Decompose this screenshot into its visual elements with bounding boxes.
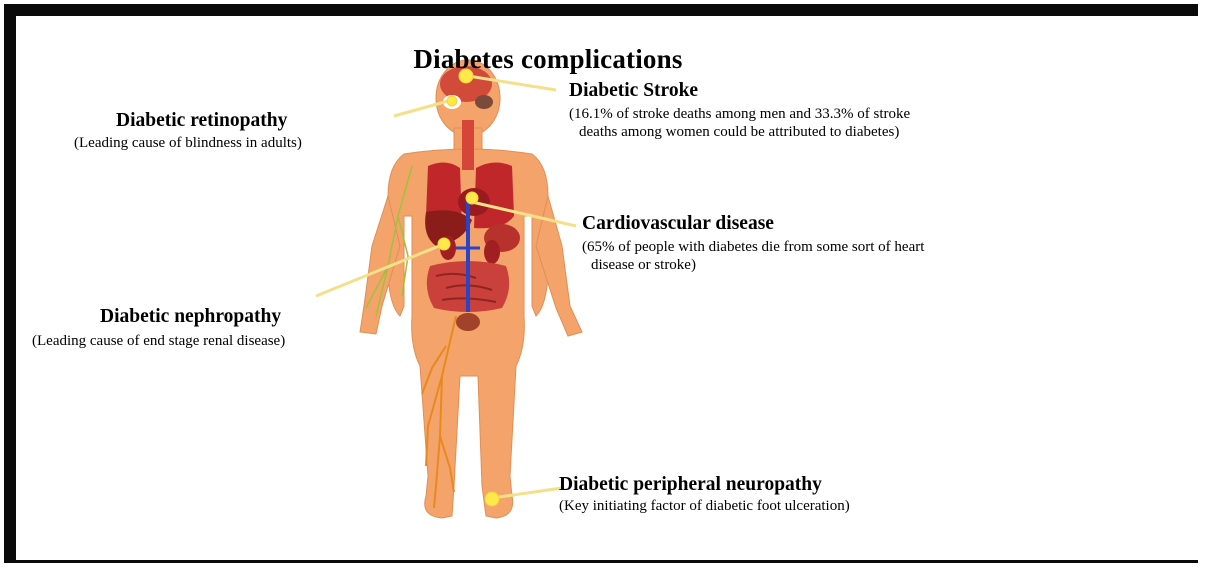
kidney-right-shape [484,240,500,264]
foot-marker-icon [485,492,499,506]
label-diabetic-nephropathy: Diabetic nephropathy [100,306,281,328]
detail-diabetic-nephropathy: (Leading cause of end stage renal diseas… [32,332,285,350]
label-diabetic-retinopathy: Diabetic retinopathy [116,110,287,132]
image-frame: Diabetes complications Diabetic Stroke (… [4,4,1198,563]
detail-cardiovascular-line2: disease or stroke) [591,256,696,274]
detail-diabetic-stroke-line1: (16.1% of stroke deaths among men and 33… [569,105,910,123]
eye-marker-icon [447,96,457,106]
detail-diabetic-retinopathy: (Leading cause of blindness in adults) [74,134,302,152]
label-cardiovascular-disease: Cardiovascular disease [582,213,774,235]
right-eye-shape [475,95,493,109]
heart-marker-icon [466,192,478,204]
detail-diabetic-stroke-line2: deaths among women could be attributed t… [579,123,899,141]
label-diabetic-stroke: Diabetic Stroke [569,80,698,102]
bladder-shape [456,313,480,331]
kidney-marker-icon [438,238,450,250]
detail-diabetic-peripheral-neuropathy: (Key initiating factor of diabetic foot … [559,497,850,515]
diagram-panel: Diabetes complications Diabetic Stroke (… [16,16,1200,560]
diagram-title: Diabetes complications [358,44,738,75]
detail-cardiovascular-line1: (65% of people with diabetes die from so… [582,238,924,256]
label-diabetic-peripheral-neuropathy: Diabetic peripheral neuropathy [559,474,822,496]
trachea-shape [462,120,474,170]
